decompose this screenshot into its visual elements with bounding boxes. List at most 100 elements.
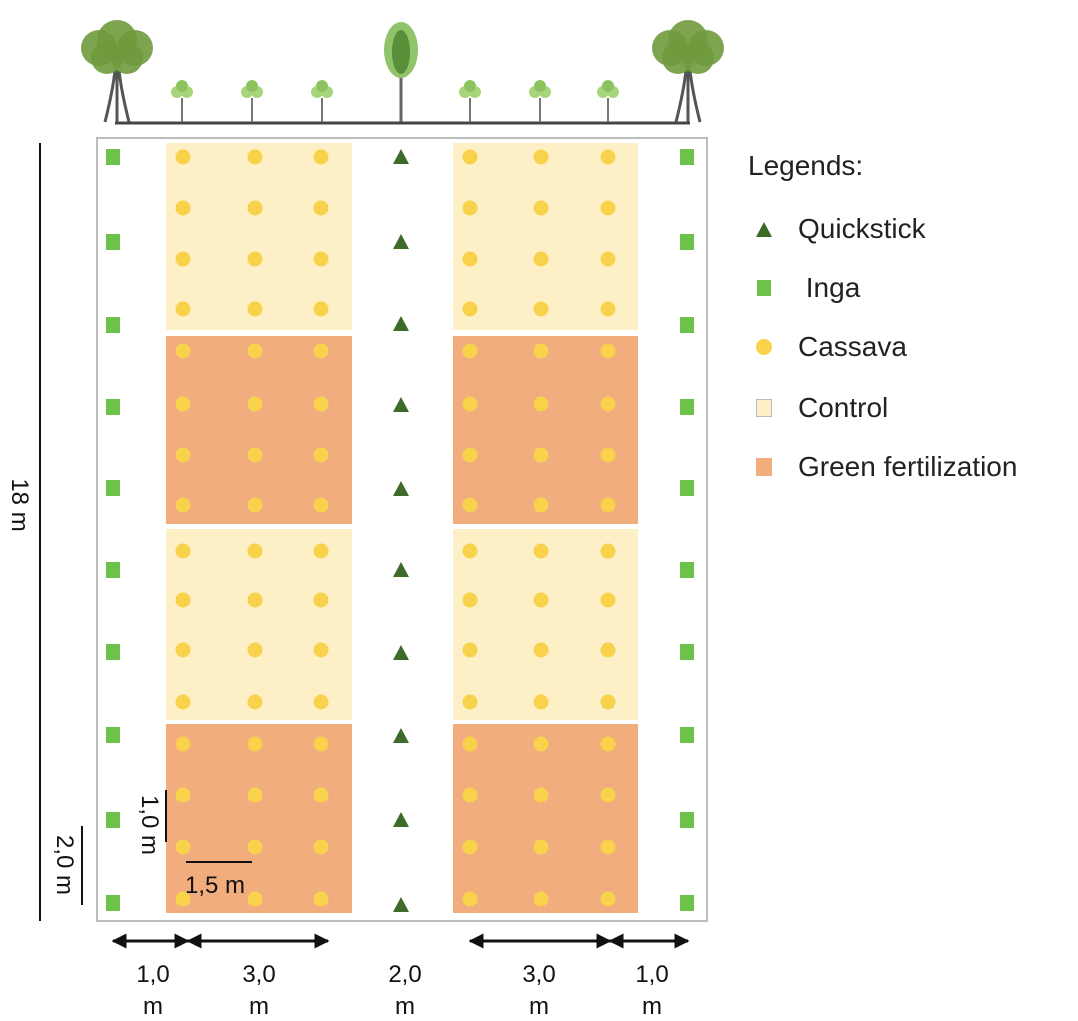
quickstick-plant [393,316,409,331]
legend-item-cassava: Cassava [748,330,907,364]
cassava-plant [175,694,191,710]
cassava-plant [600,149,616,165]
cassava-plant [247,839,263,855]
cassava-plant [247,200,263,216]
inga-plant [106,234,120,250]
cassava-plant [600,543,616,559]
width-value-label: 2,0 [388,961,421,988]
cassava-plant [313,891,329,907]
cassava-plant [175,642,191,658]
cassava-plant [600,736,616,752]
cassava-plant [462,447,478,463]
cassava-plant [462,301,478,317]
sapling-icon [311,80,333,122]
cassava-plant [533,891,549,907]
quickstick-plant [393,812,409,827]
cassava-plant [462,839,478,855]
cassava-plant [533,396,549,412]
inga-plant [680,234,694,250]
inga-plant [106,644,120,660]
cassava-plant [313,149,329,165]
cassava-plant [533,301,549,317]
legend-item-green-fertilization: Green fertilization [748,450,1017,484]
center-tree-icon [384,22,418,122]
row-spacing-label: 2,0 m [51,835,78,895]
cassava-plant [600,592,616,608]
cassava-plant [462,251,478,267]
cassava-plant [247,301,263,317]
cassava-plant [175,251,191,267]
cassava-plant [600,200,616,216]
cassava-plant [247,891,263,907]
control-swatch-icon [756,399,772,417]
cassava-plant [313,839,329,855]
quickstick-triangle-icon [756,221,772,237]
inga-plant [680,644,694,660]
inga-plant [106,399,120,415]
cassava-plant [600,343,616,359]
cassava-plant [600,447,616,463]
sapling-icon [459,80,481,122]
cassava-plant [313,694,329,710]
cassava-plant [247,642,263,658]
quickstick-plant [393,897,409,912]
cassava-plant [175,149,191,165]
cassava-plant [175,736,191,752]
cassava-plant [247,694,263,710]
inga-plant [680,812,694,828]
inga-plant [680,562,694,578]
cassava-plant [462,891,478,907]
green-fertilization-plot [166,724,352,913]
green-fertilization-plot [453,724,638,913]
cassava-plant [533,543,549,559]
control-plot [453,529,638,720]
cassava-plant [247,497,263,513]
plot-grid [166,143,638,913]
cassava-plant [462,396,478,412]
cassava-plant [533,200,549,216]
cassava-plant [600,251,616,267]
quickstick-plant [393,397,409,412]
cassava-plant [600,497,616,513]
cassava-plant [175,301,191,317]
width-dimensions: 1,0m3,0m2,0m3,0m1,0m [111,933,690,1020]
inga-plant [106,727,120,743]
quickstick-plant [393,562,409,577]
cassava-plant [600,301,616,317]
cassava-plant [462,787,478,803]
width-unit-label: m [249,993,269,1020]
width-value-label: 1,0 [635,961,668,988]
inga-plant [680,399,694,415]
green-fertilization-plot [166,336,352,524]
cassava-plant [462,592,478,608]
cassava-plant [247,447,263,463]
inga-plant [680,149,694,165]
cassava-plant [175,497,191,513]
cassava-plant [313,736,329,752]
cassava-plant [600,642,616,658]
cassava-plant [462,694,478,710]
width-value-label: 3,0 [522,961,555,988]
sapling-icon [529,80,551,122]
cassava-plant [313,343,329,359]
plant-row-spacing-label: 1,0 m [136,795,163,855]
plant-col-spacing-label: 1,5 m [185,872,245,899]
cassava-plant [462,497,478,513]
plant-markers [106,149,694,912]
width-value-label: 3,0 [242,961,275,988]
cassava-plant [313,787,329,803]
dimension-lines: 18 m 2,0 m 1,0 m 1,5 m [6,143,252,921]
width-unit-label: m [143,993,163,1020]
cassava-plant [247,736,263,752]
control-plot [453,143,638,330]
cassava-plant [175,543,191,559]
width-unit-label: m [529,993,549,1020]
legend-item-control: Control [748,391,888,425]
left-tree-icon [81,20,153,123]
inga-plant [680,727,694,743]
inga-square-icon [757,280,771,296]
cassava-plant [600,694,616,710]
cassava-plant [462,343,478,359]
quickstick-plant [393,728,409,743]
